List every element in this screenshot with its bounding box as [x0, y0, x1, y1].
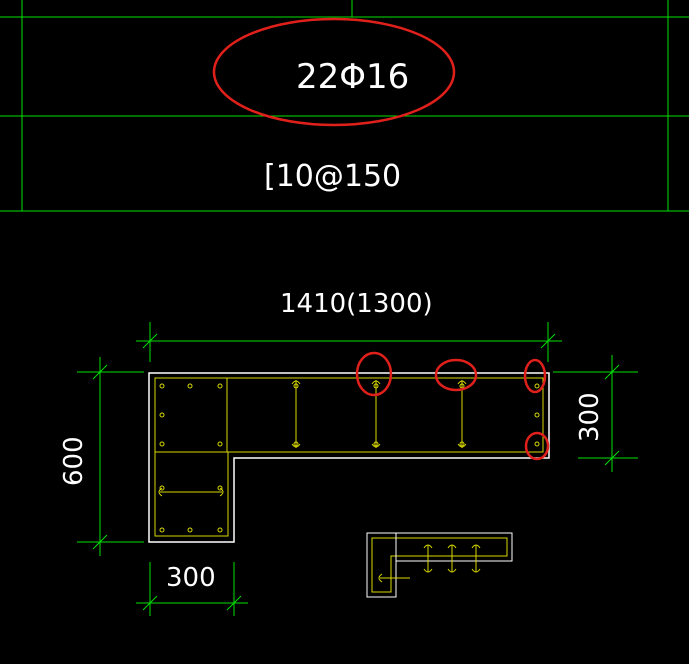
tie-bar-2 — [371, 380, 381, 448]
main-rebar-highlight — [212, 17, 456, 127]
rebar-dot — [159, 383, 165, 389]
rebar-highlights — [355, 351, 550, 461]
highlight-circle-4 — [524, 431, 550, 461]
main-stirrup — [154, 377, 544, 537]
stirrup-label: [10@150 — [264, 159, 401, 194]
rebar-dot — [459, 441, 465, 447]
detail-hook-2 — [447, 544, 457, 573]
rebar-dot — [159, 527, 165, 533]
rebar-dot — [534, 441, 540, 447]
rebar-dot — [373, 383, 379, 389]
tie-bar-horizontal — [158, 487, 224, 497]
rebar-dot — [217, 527, 223, 533]
column-outline — [148, 372, 550, 543]
dim-right-text: 300 — [575, 392, 605, 442]
dim-left-tick-bottom — [92, 534, 108, 550]
stirrup-detail — [366, 532, 513, 598]
rebar-dots — [159, 383, 540, 533]
dim-bottom-tick-left — [142, 595, 158, 611]
tie-bar-3 — [457, 380, 467, 448]
rebar-dot — [293, 383, 299, 389]
detail-hook-horizontal — [378, 573, 410, 583]
dimension-bottom — [136, 562, 248, 616]
rebar-dot — [187, 527, 193, 533]
highlight-circle-2 — [434, 358, 478, 392]
dimension-top — [136, 322, 562, 362]
rebar-dot — [217, 441, 223, 447]
highlight-circle-1 — [355, 351, 393, 397]
dim-top-text: 1410(1300) — [280, 289, 433, 319]
rebar-dot — [293, 441, 299, 447]
rebar-dot — [217, 485, 223, 491]
tie-bar-1 — [291, 380, 301, 448]
dim-top-tick-right — [540, 333, 556, 349]
dim-top-tick-left — [142, 333, 158, 349]
dim-right-tick-bottom — [604, 450, 620, 466]
rebar-dot — [534, 412, 540, 418]
dim-bottom-text: 300 — [166, 563, 216, 593]
dimension-left — [77, 357, 144, 556]
main-rebar-label: 22Φ16 — [296, 57, 409, 97]
detail-hook-1 — [423, 544, 433, 573]
detail-hook-3 — [471, 544, 481, 573]
grid-lines — [0, 0, 689, 212]
dim-left-tick-top — [92, 364, 108, 380]
rebar-cage — [154, 377, 544, 537]
rebar-dot — [217, 383, 223, 389]
rebar-dot — [459, 383, 465, 389]
rebar-dot — [534, 383, 540, 389]
rebar-dot — [159, 441, 165, 447]
detail-white-outline — [366, 532, 513, 598]
dimension-right — [553, 355, 638, 472]
corner-stirrup — [154, 377, 228, 453]
dim-right-tick-top — [604, 364, 620, 380]
detail-stirrup — [371, 537, 508, 593]
rebar-dot — [159, 485, 165, 491]
dim-left-text: 600 — [59, 436, 89, 486]
dim-bottom-tick-right — [226, 595, 242, 611]
rebar-dot — [159, 412, 165, 418]
rebar-dot — [373, 441, 379, 447]
highlight-circle-3 — [523, 358, 547, 394]
rebar-dot — [187, 383, 193, 389]
